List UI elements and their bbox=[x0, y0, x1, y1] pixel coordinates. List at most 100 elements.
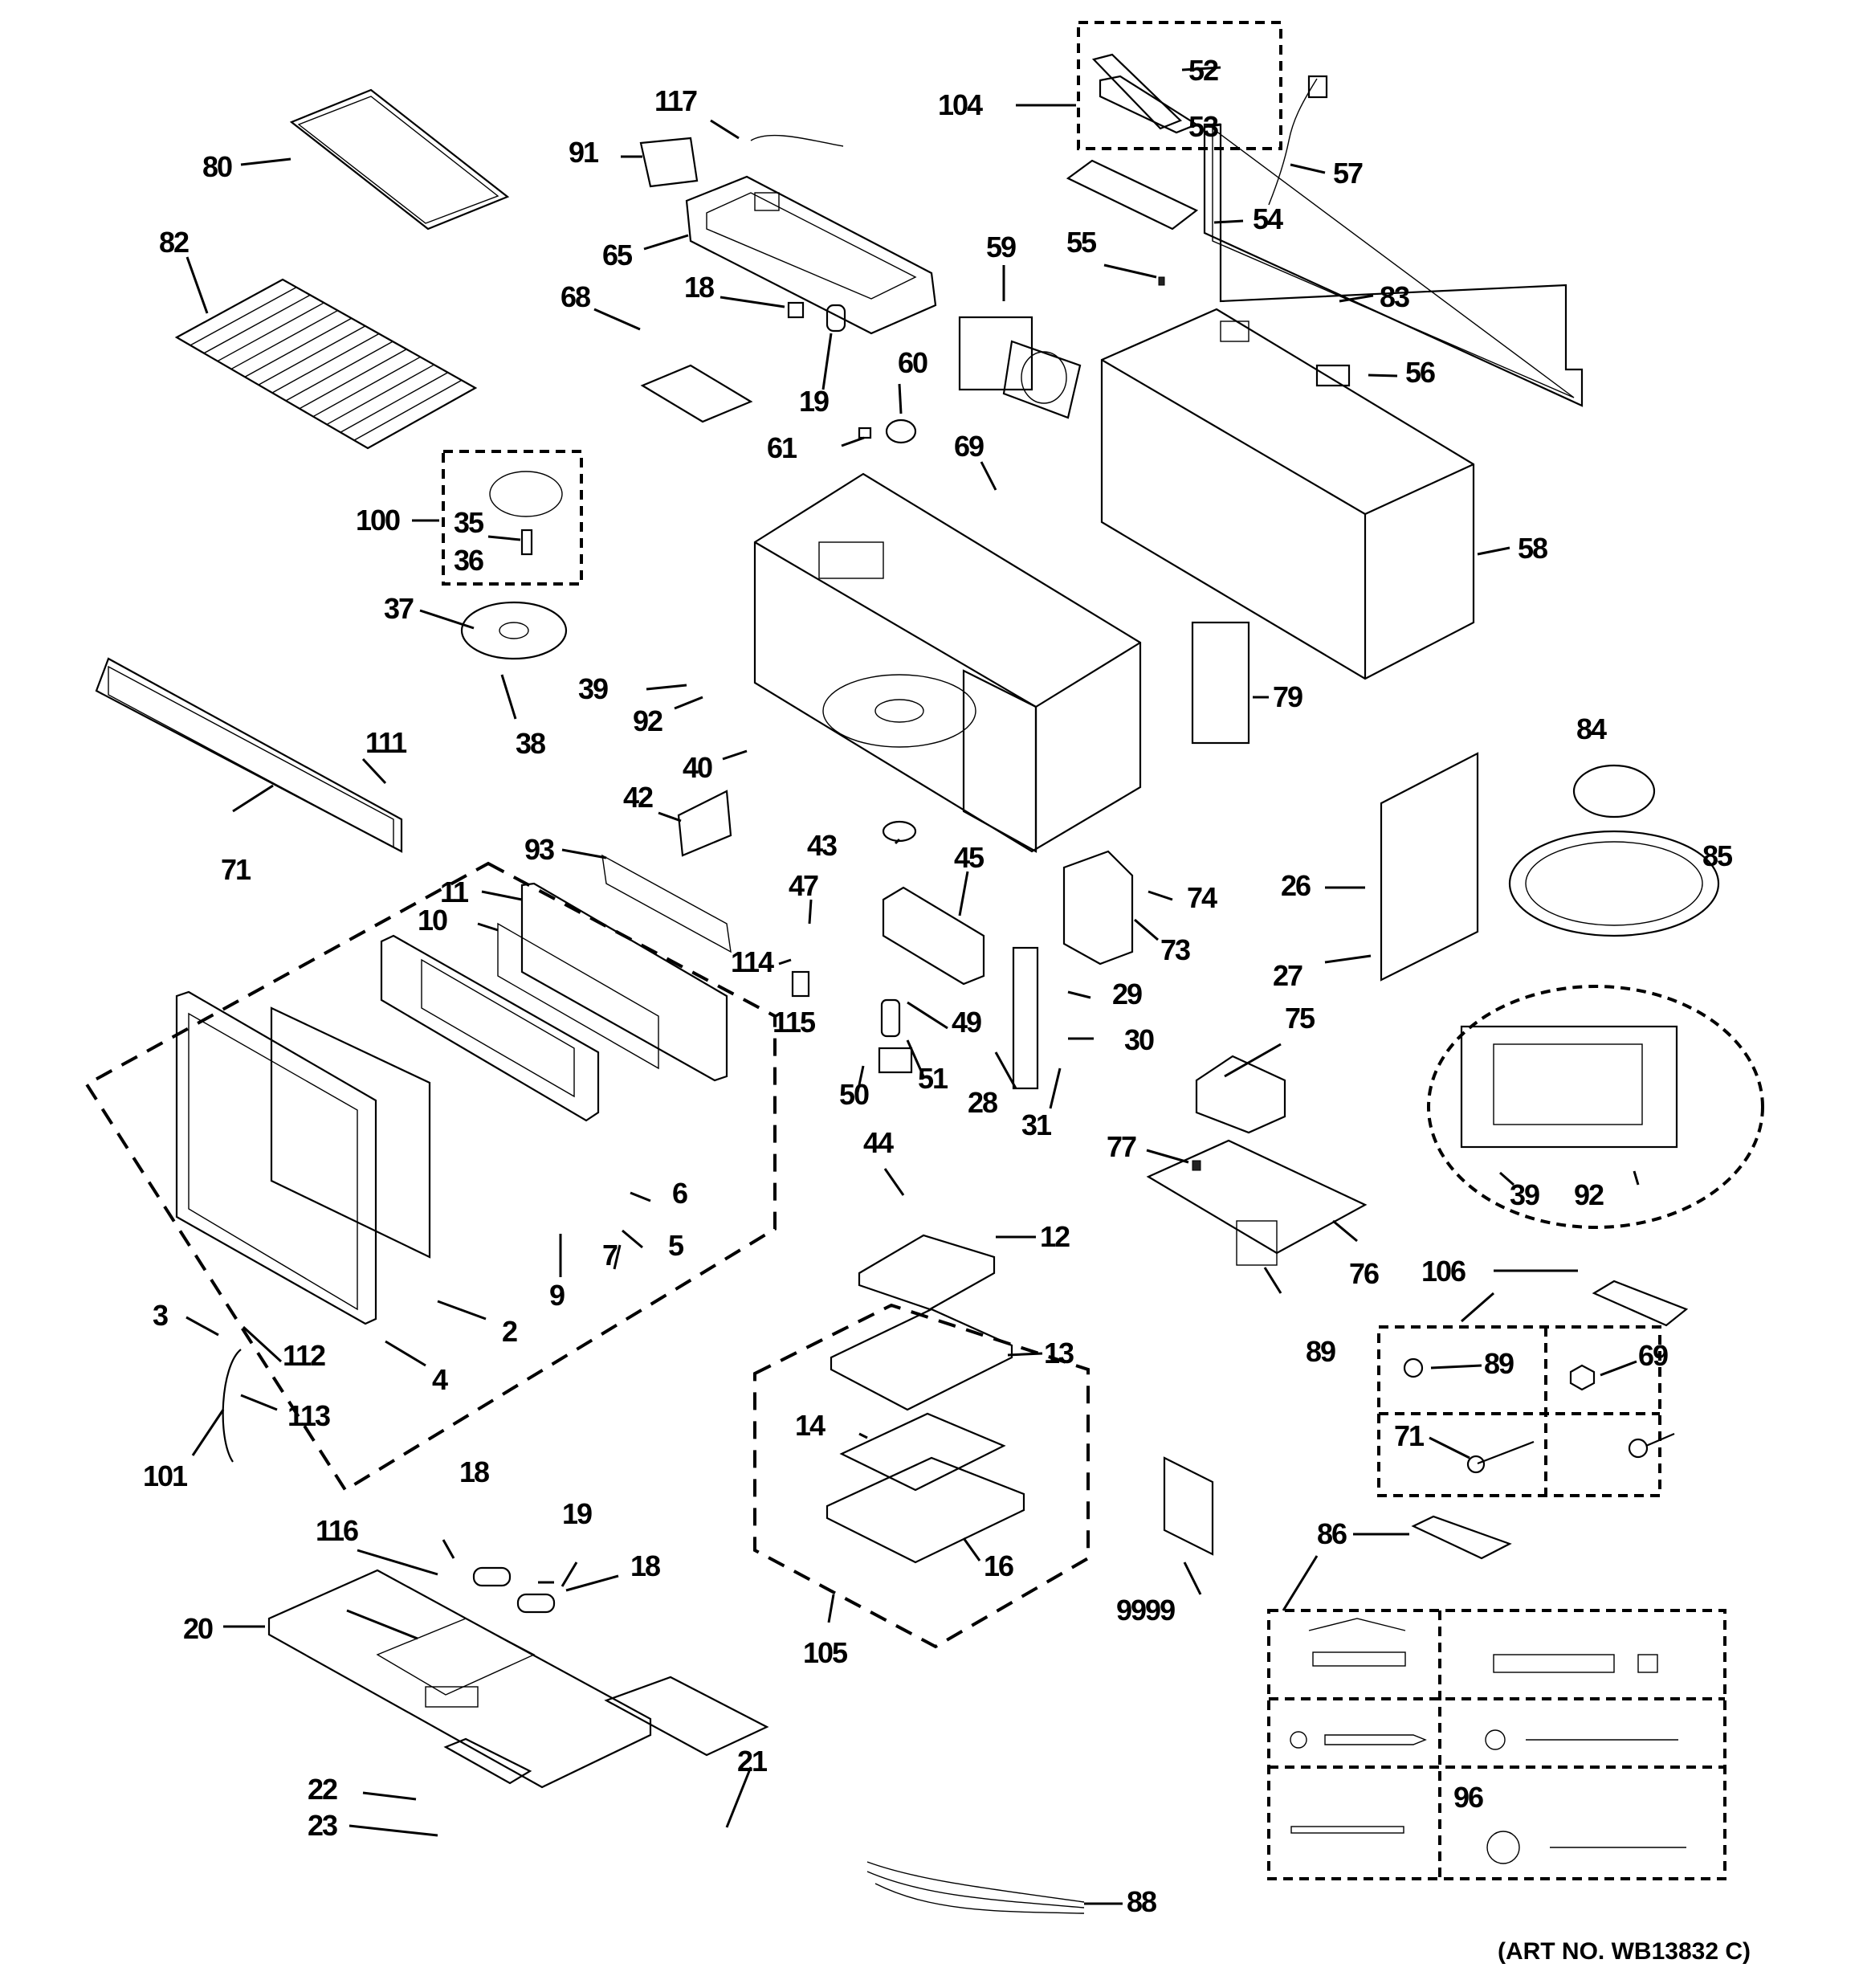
callout-84: 84 bbox=[1576, 712, 1607, 745]
part-22-lamp-lens bbox=[425, 1686, 479, 1708]
callout-18c: 18 bbox=[630, 1549, 661, 1582]
part-82-rack bbox=[174, 278, 478, 450]
callout-69b: 69 bbox=[1638, 1339, 1669, 1372]
callout-30: 30 bbox=[1124, 1023, 1155, 1056]
part-86-spacer-strip bbox=[1290, 1826, 1404, 1834]
part-77-diode bbox=[1192, 1160, 1201, 1171]
part-83-mounting-plate bbox=[1203, 123, 1584, 407]
part-57-power-cord bbox=[1268, 78, 1318, 206]
part-86-toggle-bolt bbox=[1308, 1618, 1406, 1667]
part-12-power-board bbox=[858, 1234, 996, 1311]
rack-bar bbox=[340, 372, 449, 433]
part-9999-manual bbox=[1163, 1456, 1214, 1556]
part-18-socket bbox=[787, 301, 805, 319]
callout-19b: 19 bbox=[562, 1497, 593, 1530]
part-14-keypad bbox=[839, 1412, 1006, 1492]
callout-56: 56 bbox=[1405, 356, 1436, 389]
callout-101: 101 bbox=[143, 1459, 188, 1492]
part-93-screen bbox=[601, 854, 732, 953]
callout-113: 113 bbox=[287, 1399, 331, 1432]
part-35-coupler bbox=[489, 471, 563, 517]
part-60-thermostat bbox=[885, 418, 917, 444]
callout-52: 52 bbox=[1188, 54, 1219, 87]
part-86-bolt bbox=[1485, 1729, 1678, 1750]
callout-12: 12 bbox=[1040, 1220, 1070, 1253]
callout-115: 115 bbox=[773, 1006, 816, 1039]
part-52-53-vent-damper bbox=[1091, 53, 1199, 134]
callout-50: 50 bbox=[839, 1078, 870, 1111]
callout-31: 31 bbox=[1021, 1108, 1052, 1141]
callout-89a: 89 bbox=[1306, 1335, 1336, 1368]
callout-68: 68 bbox=[561, 280, 591, 313]
callout-18b: 18 bbox=[459, 1455, 490, 1488]
part-80-charcoal-filter bbox=[289, 88, 510, 231]
part-71-screw bbox=[1477, 1440, 1535, 1465]
callout-96: 96 bbox=[1453, 1781, 1484, 1814]
part-76-base-plate bbox=[1146, 1139, 1368, 1255]
part-58-outer-case bbox=[1100, 308, 1475, 680]
part-96-anchor-bolt bbox=[1486, 1831, 1686, 1864]
callout-27: 27 bbox=[1273, 959, 1303, 992]
part-45-control-board bbox=[882, 886, 985, 986]
callout-114: 114 bbox=[731, 945, 774, 978]
part-56-bracket bbox=[1315, 364, 1351, 387]
callout-59: 59 bbox=[986, 231, 1017, 263]
part-21-filter bbox=[604, 1676, 769, 1757]
part-9-door-frame bbox=[380, 934, 600, 1122]
part-2-window-panel bbox=[270, 1006, 431, 1259]
part-54-damper-plate bbox=[1066, 159, 1199, 231]
part-84-roller-guide bbox=[1572, 764, 1656, 818]
rack-bar bbox=[190, 287, 297, 346]
callout-104: 104 bbox=[938, 88, 983, 121]
callout-77: 77 bbox=[1107, 1130, 1137, 1163]
callout-42: 42 bbox=[623, 781, 654, 814]
callout-37: 37 bbox=[384, 592, 414, 625]
group-box-106 bbox=[1377, 1325, 1661, 1497]
rack-bar bbox=[299, 349, 407, 410]
part-111-vent-grille bbox=[95, 657, 403, 853]
part-cavity bbox=[753, 472, 1142, 853]
part-114-bracket bbox=[791, 970, 810, 998]
callout-5: 5 bbox=[668, 1229, 684, 1262]
callout-7: 7 bbox=[602, 1239, 618, 1272]
callout-111: 111 bbox=[365, 726, 407, 759]
part-10-window-film bbox=[497, 922, 659, 1070]
rack-bar bbox=[203, 294, 311, 354]
callout-11: 11 bbox=[440, 876, 469, 908]
part-86-lag-screw bbox=[1290, 1731, 1427, 1749]
part-106-bag bbox=[1592, 1280, 1689, 1327]
part-73-magnetron bbox=[1062, 850, 1134, 965]
rack-bar bbox=[285, 341, 393, 402]
part-3-handle bbox=[222, 1349, 242, 1463]
part-65-vent-housing bbox=[685, 175, 937, 335]
callout-80: 80 bbox=[202, 150, 233, 183]
callout-116: 116 bbox=[316, 1514, 359, 1547]
rack-bar bbox=[326, 364, 434, 426]
part-88-wire-harness bbox=[866, 1861, 1085, 1914]
callout-23: 23 bbox=[308, 1809, 338, 1842]
part-36-shaft bbox=[520, 529, 533, 556]
callout-3: 3 bbox=[153, 1299, 169, 1332]
part-11-choke bbox=[520, 882, 728, 1082]
leader-lines bbox=[185, 66, 1640, 1905]
callout-89b: 89 bbox=[1484, 1347, 1514, 1380]
rack-bar bbox=[230, 309, 338, 370]
callout-10: 10 bbox=[418, 904, 448, 937]
callout-44: 44 bbox=[863, 1126, 894, 1159]
callout-105: 105 bbox=[803, 1636, 848, 1669]
callout-92a: 92 bbox=[633, 704, 663, 737]
part-59-fan-motor bbox=[958, 316, 1082, 419]
part-19-lower-lamp bbox=[472, 1566, 512, 1587]
callout-82: 82 bbox=[159, 226, 190, 259]
callout-74: 74 bbox=[1187, 881, 1217, 914]
rack-bar bbox=[244, 317, 353, 378]
callout-2: 2 bbox=[502, 1315, 518, 1348]
callout-22: 22 bbox=[308, 1773, 338, 1806]
group-box-cavity-inset bbox=[1427, 985, 1764, 1229]
callout-9999: 9999 bbox=[1116, 1594, 1176, 1627]
callout-88: 88 bbox=[1127, 1885, 1157, 1918]
callout-53: 53 bbox=[1188, 110, 1219, 143]
callout-117: 117 bbox=[654, 84, 698, 117]
part-20-bottom-plate bbox=[267, 1569, 652, 1789]
part-86-template bbox=[1493, 1654, 1615, 1673]
